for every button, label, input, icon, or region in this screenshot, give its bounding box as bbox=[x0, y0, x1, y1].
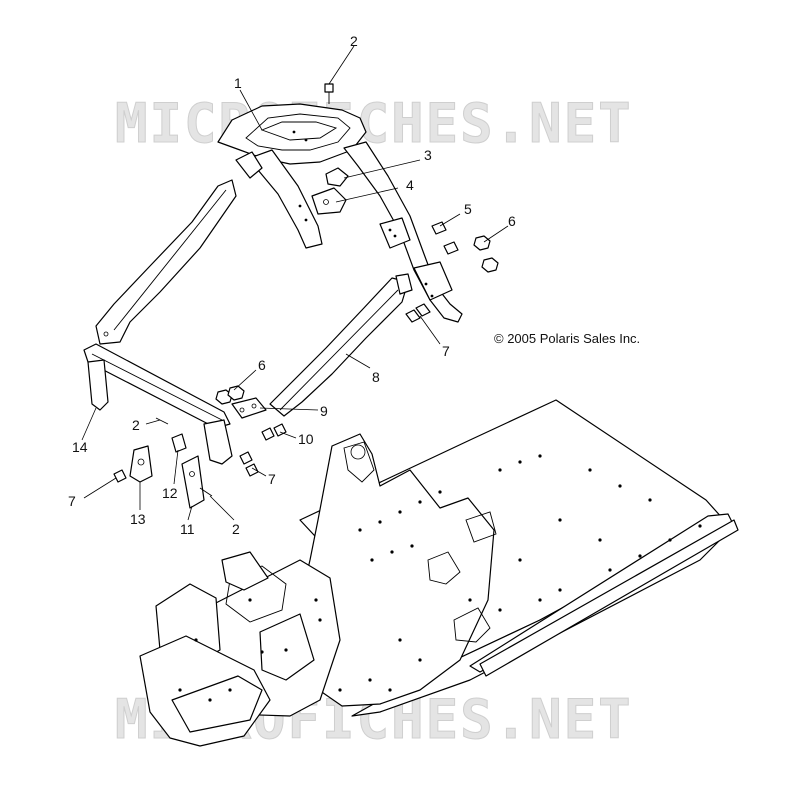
bolts-7-right bbox=[405, 303, 431, 323]
callout-7-right: 7 bbox=[442, 343, 450, 359]
callout-9: 9 bbox=[320, 403, 328, 419]
left-brace-tube bbox=[95, 179, 237, 345]
bracket-13 bbox=[129, 445, 153, 483]
plate-11 bbox=[181, 455, 205, 509]
callout-1: 1 bbox=[234, 75, 242, 91]
callout-14: 14 bbox=[72, 439, 88, 455]
bracket-4 bbox=[311, 187, 347, 215]
callout-2-top: 2 bbox=[350, 33, 358, 49]
callout-12: 12 bbox=[162, 485, 178, 501]
clip-12 bbox=[171, 433, 187, 453]
callout-4: 4 bbox=[406, 177, 414, 193]
callout-labels: 2 1 3 4 5 6 7 8 6 9 10 2 14 7 12 7 13 11… bbox=[68, 33, 516, 537]
callout-3: 3 bbox=[424, 147, 432, 163]
bolt-7-left bbox=[113, 469, 127, 483]
callout-6-center: 6 bbox=[258, 357, 266, 373]
leader-lines bbox=[81, 45, 509, 521]
nuts-6-center bbox=[215, 385, 245, 405]
callout-13: 13 bbox=[130, 511, 146, 527]
right-brace-tube bbox=[269, 273, 413, 417]
watermark-top: MICROFICHES.NET bbox=[115, 92, 633, 155]
callout-5: 5 bbox=[464, 201, 472, 217]
upper-frame-hoop bbox=[217, 103, 463, 323]
cross-beam bbox=[83, 343, 233, 465]
bolts-5 bbox=[431, 221, 459, 255]
callout-7-left: 7 bbox=[68, 493, 76, 509]
bolts-10 bbox=[261, 423, 287, 441]
callout-2-bottom: 2 bbox=[232, 521, 240, 537]
bolts-7-center bbox=[239, 451, 259, 477]
callout-2-left: 2 bbox=[132, 417, 140, 433]
bracket-3 bbox=[325, 167, 349, 187]
callout-6-right: 6 bbox=[508, 213, 516, 229]
nuts-6-right bbox=[473, 235, 499, 273]
callout-11: 11 bbox=[180, 521, 195, 537]
callout-8: 8 bbox=[372, 369, 380, 385]
chassis-tunnel bbox=[139, 399, 739, 747]
plate-9 bbox=[231, 397, 267, 419]
copyright-notice: © 2005 Polaris Sales Inc. bbox=[494, 331, 640, 346]
callout-10: 10 bbox=[298, 431, 314, 447]
pins-2 bbox=[155, 417, 213, 497]
callout-7-center: 7 bbox=[268, 471, 276, 487]
